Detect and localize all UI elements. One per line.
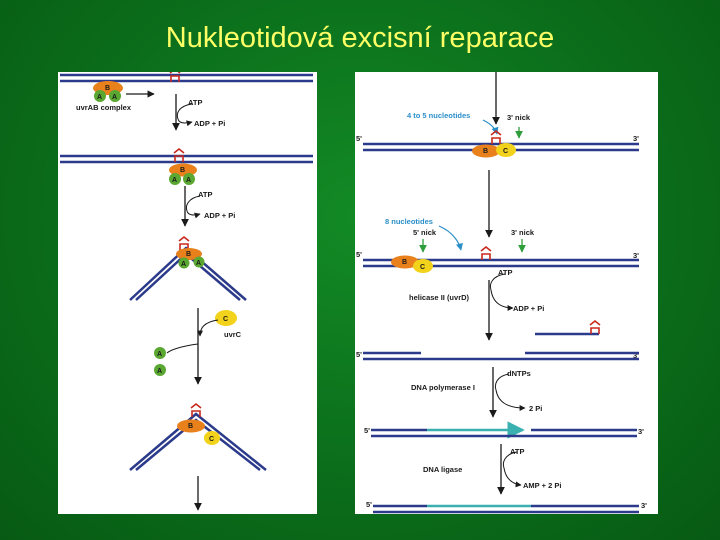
uvrab-complex: B A A	[93, 81, 123, 102]
uvrab-bent-complex: B A A	[176, 248, 205, 269]
protein-a-label: A	[97, 94, 102, 101]
polymerase-label: DNA polymerase I	[411, 383, 475, 392]
uvrbc-complex: B C	[177, 419, 220, 445]
uvrab-pathway-panel: B A A uvrAB complex ATP ADP + Pi B A A A…	[58, 72, 317, 514]
adp-pi-label-2: ADP + Pi	[204, 211, 235, 220]
protein-b-label: B	[483, 148, 488, 155]
protein-b-label: B	[180, 167, 185, 174]
repaired-dna	[373, 504, 639, 514]
five-prime-label: 5'	[364, 426, 370, 435]
five-prime-label: 5'	[356, 134, 362, 143]
protein-a-label: A	[157, 351, 162, 358]
protein-a-label: A	[186, 177, 191, 184]
eight-nucleotides-label: 8 nucleotides	[385, 217, 433, 226]
three-prime-label: 3'	[633, 251, 639, 260]
helicase-label: helicase II (uvrD)	[409, 293, 470, 302]
protein-c-label: C	[420, 264, 425, 271]
five-prime-label: 5'	[356, 350, 362, 359]
protein-a-label: A	[196, 260, 201, 267]
atp-label-right-2: ATP	[510, 447, 524, 456]
three-prime-label: 3'	[633, 134, 639, 143]
three-nick-label-2: 3' nick	[511, 228, 535, 237]
atp-label-right: ATP	[498, 268, 512, 277]
five-prime-label: 5'	[366, 500, 372, 509]
five-prime-label: 5'	[356, 250, 362, 259]
protein-a-label: A	[112, 94, 117, 101]
protein-a-label: A	[181, 261, 186, 268]
gapped-dna	[363, 351, 639, 361]
adp-pi-label-right: ADP + Pi	[513, 304, 544, 313]
four-to-five-label: 4 to 5 nucleotides	[407, 111, 470, 120]
three-prime-label: 3'	[641, 501, 647, 510]
protein-b-label: B	[186, 251, 191, 258]
uvrab-bound-complex: B A A	[169, 163, 197, 185]
ligase-label: DNA ligase	[423, 465, 462, 474]
three-nick-label: 3' nick	[507, 113, 531, 122]
protein-b-label: B	[105, 85, 110, 92]
slide-title: Nukleotidová excisní reparace	[165, 22, 555, 54]
protein-b-label: B	[402, 259, 407, 266]
protein-c-label: C	[209, 436, 214, 443]
three-prime-label: 3'	[633, 351, 639, 360]
released-uvra: A A	[154, 347, 166, 376]
uvrc-protein: C	[215, 310, 237, 326]
amp-pi-label: AMP + 2 Pi	[523, 481, 561, 490]
dntps-label: dNTPs	[507, 369, 531, 378]
damage-site-icon	[480, 246, 492, 261]
uvrc-label: uvrC	[224, 330, 242, 339]
dna-synthesis	[371, 421, 637, 439]
protein-b-label: B	[188, 423, 193, 430]
uvrbc-complex-right: B C	[472, 143, 516, 158]
atp-label: ATP	[188, 98, 202, 107]
protein-c-label: C	[223, 316, 228, 323]
three-prime-label: 3'	[638, 427, 644, 436]
protein-c-label: C	[503, 148, 508, 155]
uvrbc-complex-right-2: B C	[391, 255, 433, 273]
uvrab-complex-label: uvrAB complex	[76, 103, 132, 112]
adp-pi-label: ADP + Pi	[194, 119, 225, 128]
protein-a-label: A	[172, 177, 177, 184]
dna-duplex-1	[60, 73, 313, 83]
protein-a-label: A	[157, 368, 162, 375]
excision-repair-panel: 4 to 5 nucleotides 3' nick 5' 3' B C 8 n…	[355, 72, 658, 514]
damage-site-icon	[173, 148, 185, 163]
damage-site-icon	[589, 320, 601, 335]
dna-duplex-2	[60, 154, 313, 164]
atp-label-2: ATP	[198, 190, 212, 199]
five-nick-label: 5' nick	[413, 228, 437, 237]
two-pi-label: 2 Pi	[529, 404, 542, 413]
